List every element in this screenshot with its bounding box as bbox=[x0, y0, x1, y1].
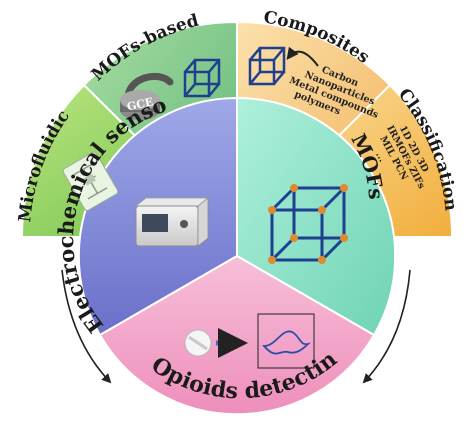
right-cycle-arrow bbox=[362, 269, 411, 384]
pill-icon bbox=[184, 329, 212, 357]
workstation-device-icon bbox=[134, 197, 210, 247]
classification-item-more: ... bbox=[373, 150, 387, 164]
mofs-based-cube-icon bbox=[183, 58, 221, 98]
gce-electrode-icon: GCE bbox=[120, 72, 174, 120]
composites-cube-icon bbox=[248, 46, 286, 86]
composites-arrow-icon bbox=[286, 46, 319, 67]
mofs-sector bbox=[236, 96, 397, 337]
gce-label: GCE bbox=[126, 95, 155, 113]
cv-curve-icon bbox=[257, 313, 315, 369]
microfluidic-chip-icon bbox=[62, 151, 119, 211]
mofs-lattice-cube-icon bbox=[268, 184, 348, 264]
left-cycle-arrow bbox=[61, 269, 112, 384]
